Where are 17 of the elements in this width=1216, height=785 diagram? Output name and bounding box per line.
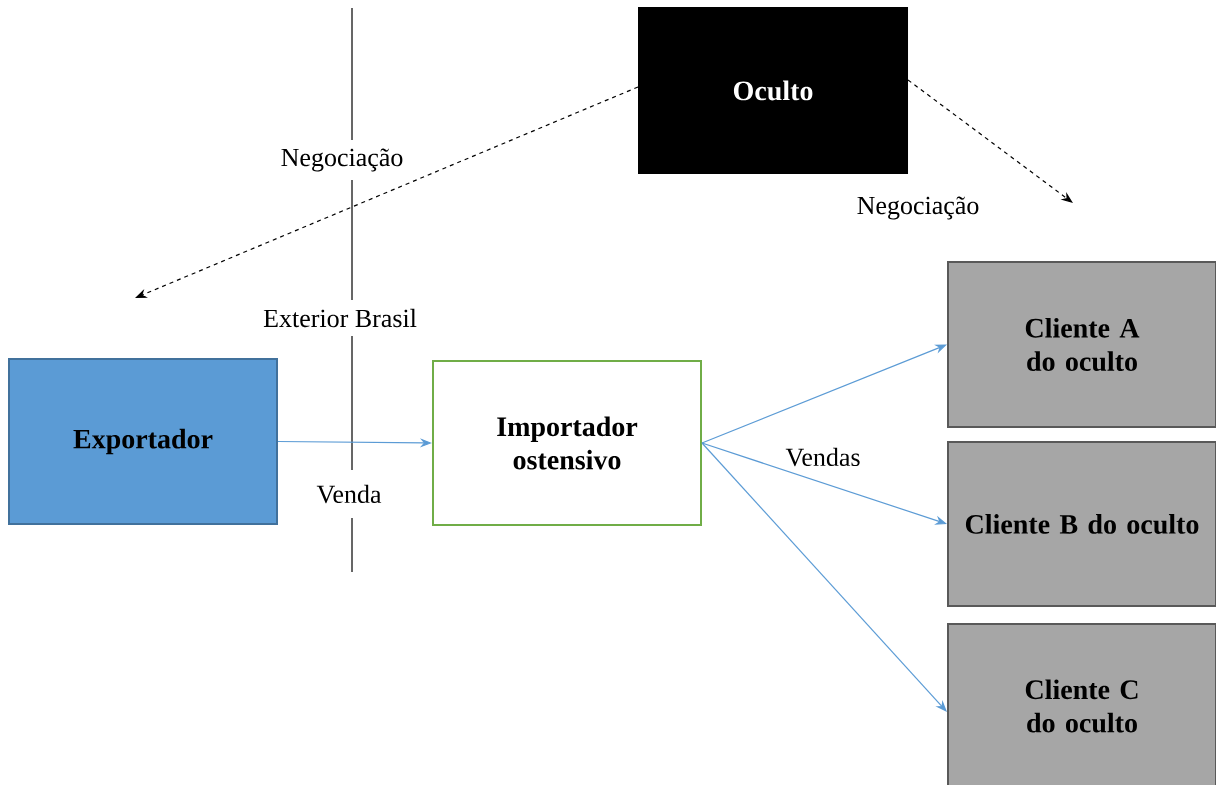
edge-label: Negociação — [279, 147, 405, 173]
arrow — [907, 79, 1073, 203]
client-box — [947, 623, 1216, 785]
hidden-box: Oculto — [638, 6, 908, 175]
arrow — [701, 442, 947, 525]
process-box: Exportador — [8, 357, 278, 526]
edge-label: Venda — [315, 483, 383, 505]
node-label: Cliente C do oculto — [1025, 679, 1138, 733]
region-label: Exterior Brasil — [261, 307, 419, 329]
arrow — [135, 86, 639, 298]
edge-label: Negociação — [855, 195, 981, 221]
process-box: Importador ostensivo — [432, 360, 702, 526]
client-box: Cliente B do oculto — [947, 441, 1216, 607]
arrow — [701, 442, 947, 712]
client-box: Cliente A do oculto — [947, 260, 1216, 429]
edge-label: Vendas — [784, 446, 862, 468]
arrow — [701, 344, 947, 444]
